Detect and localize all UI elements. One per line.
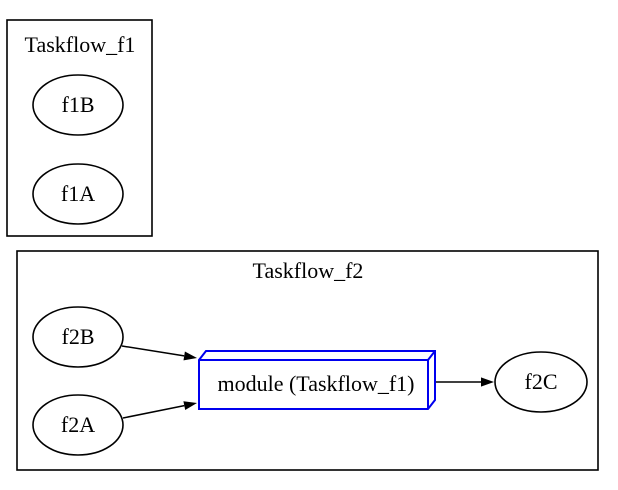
arrowhead-icon	[183, 401, 197, 410]
edge-module-to-f2c	[436, 377, 494, 387]
cluster-taskflow-f2: Taskflow_f2 f2B f2A	[16, 250, 599, 471]
node-f1a-ellipse	[32, 163, 124, 225]
cluster-taskflow-f1: Taskflow_f1 f1B f1A	[6, 19, 153, 237]
node-f2c: f2C	[494, 351, 588, 413]
edge-f2b-to-module	[121, 345, 197, 361]
node-f1a: f1A	[32, 163, 124, 225]
cluster-taskflow-f1-label: Taskflow_f1	[25, 32, 136, 57]
node-f1b-ellipse	[32, 74, 124, 136]
node-module-label: module (Taskflow_f1)	[217, 371, 414, 396]
node-f2a-ellipse	[32, 394, 124, 456]
node-f2b-ellipse	[32, 306, 124, 368]
cluster-taskflow-f1-border	[6, 19, 153, 237]
node-f2b-label: f2B	[62, 324, 95, 349]
edge-f2b-to-module-line	[121, 345, 185, 357]
node-f1a-label: f1A	[61, 181, 95, 206]
node-f2a-label: f2A	[61, 412, 95, 437]
node-f1b-label: f1B	[62, 92, 95, 117]
node-f2c-ellipse	[494, 351, 588, 413]
node-f1b: f1B	[32, 74, 124, 136]
node-module-box3d-corner-edge	[427, 350, 436, 361]
arrowhead-icon	[183, 351, 197, 361]
node-f2a: f2A	[32, 394, 124, 456]
node-f2b: f2B	[32, 306, 124, 368]
edge-f2a-to-module-line	[122, 404, 185, 419]
node-module: module (Taskflow_f1)	[198, 350, 436, 410]
node-f2c-label: f2C	[525, 369, 558, 394]
edge-f2a-to-module	[122, 401, 197, 419]
arrowhead-icon	[481, 377, 494, 387]
cluster-taskflow-f2-label: Taskflow_f2	[253, 258, 364, 283]
cluster-taskflow-f2-border	[16, 250, 599, 471]
